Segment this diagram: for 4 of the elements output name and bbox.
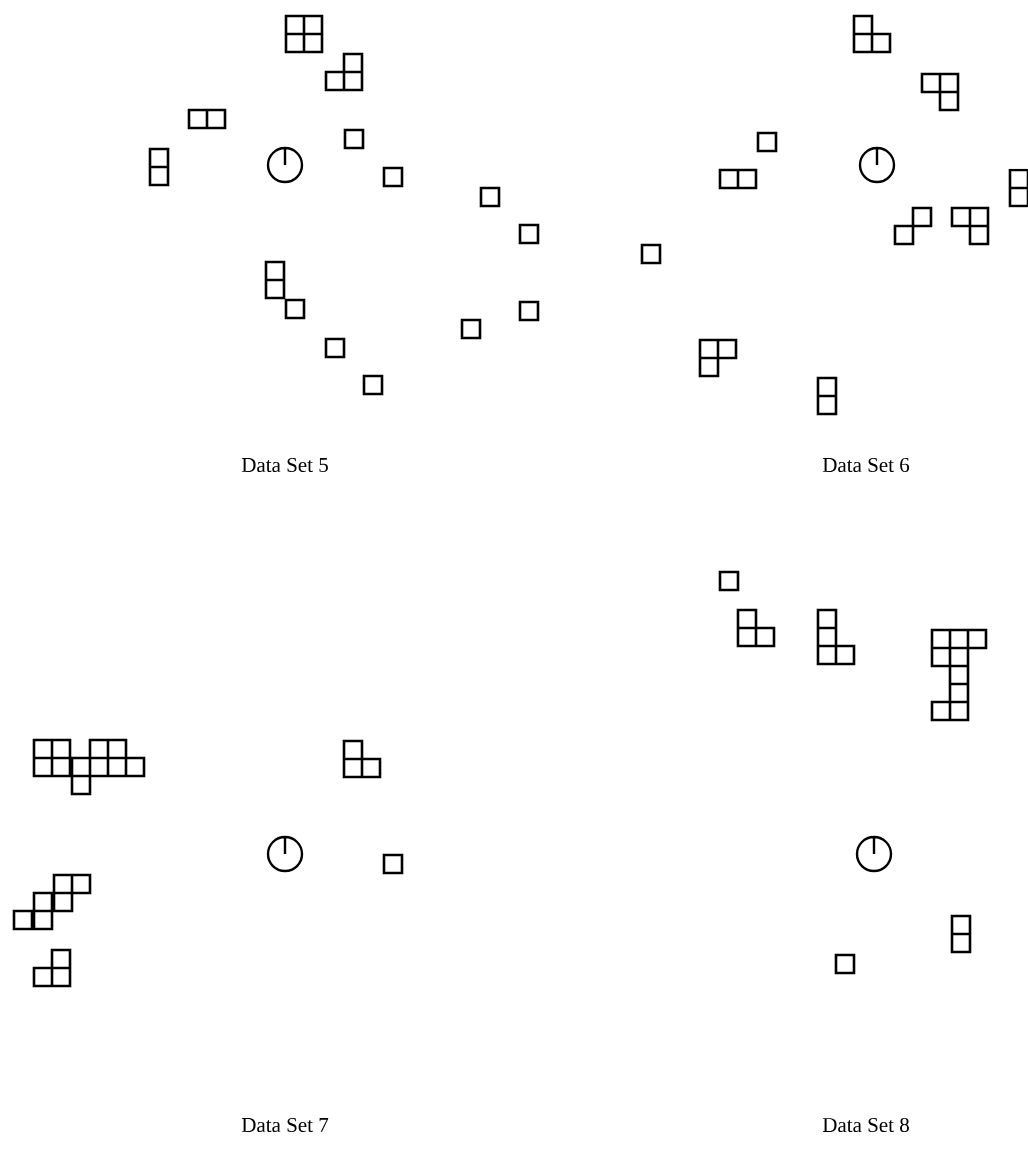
panel-caption: Data Set 6 xyxy=(822,457,910,473)
panel-caption: Data Set 7 xyxy=(241,1117,329,1133)
panel-caption: Data Set 5 xyxy=(241,457,328,473)
panel-caption: Data Set 8 xyxy=(822,1117,909,1133)
